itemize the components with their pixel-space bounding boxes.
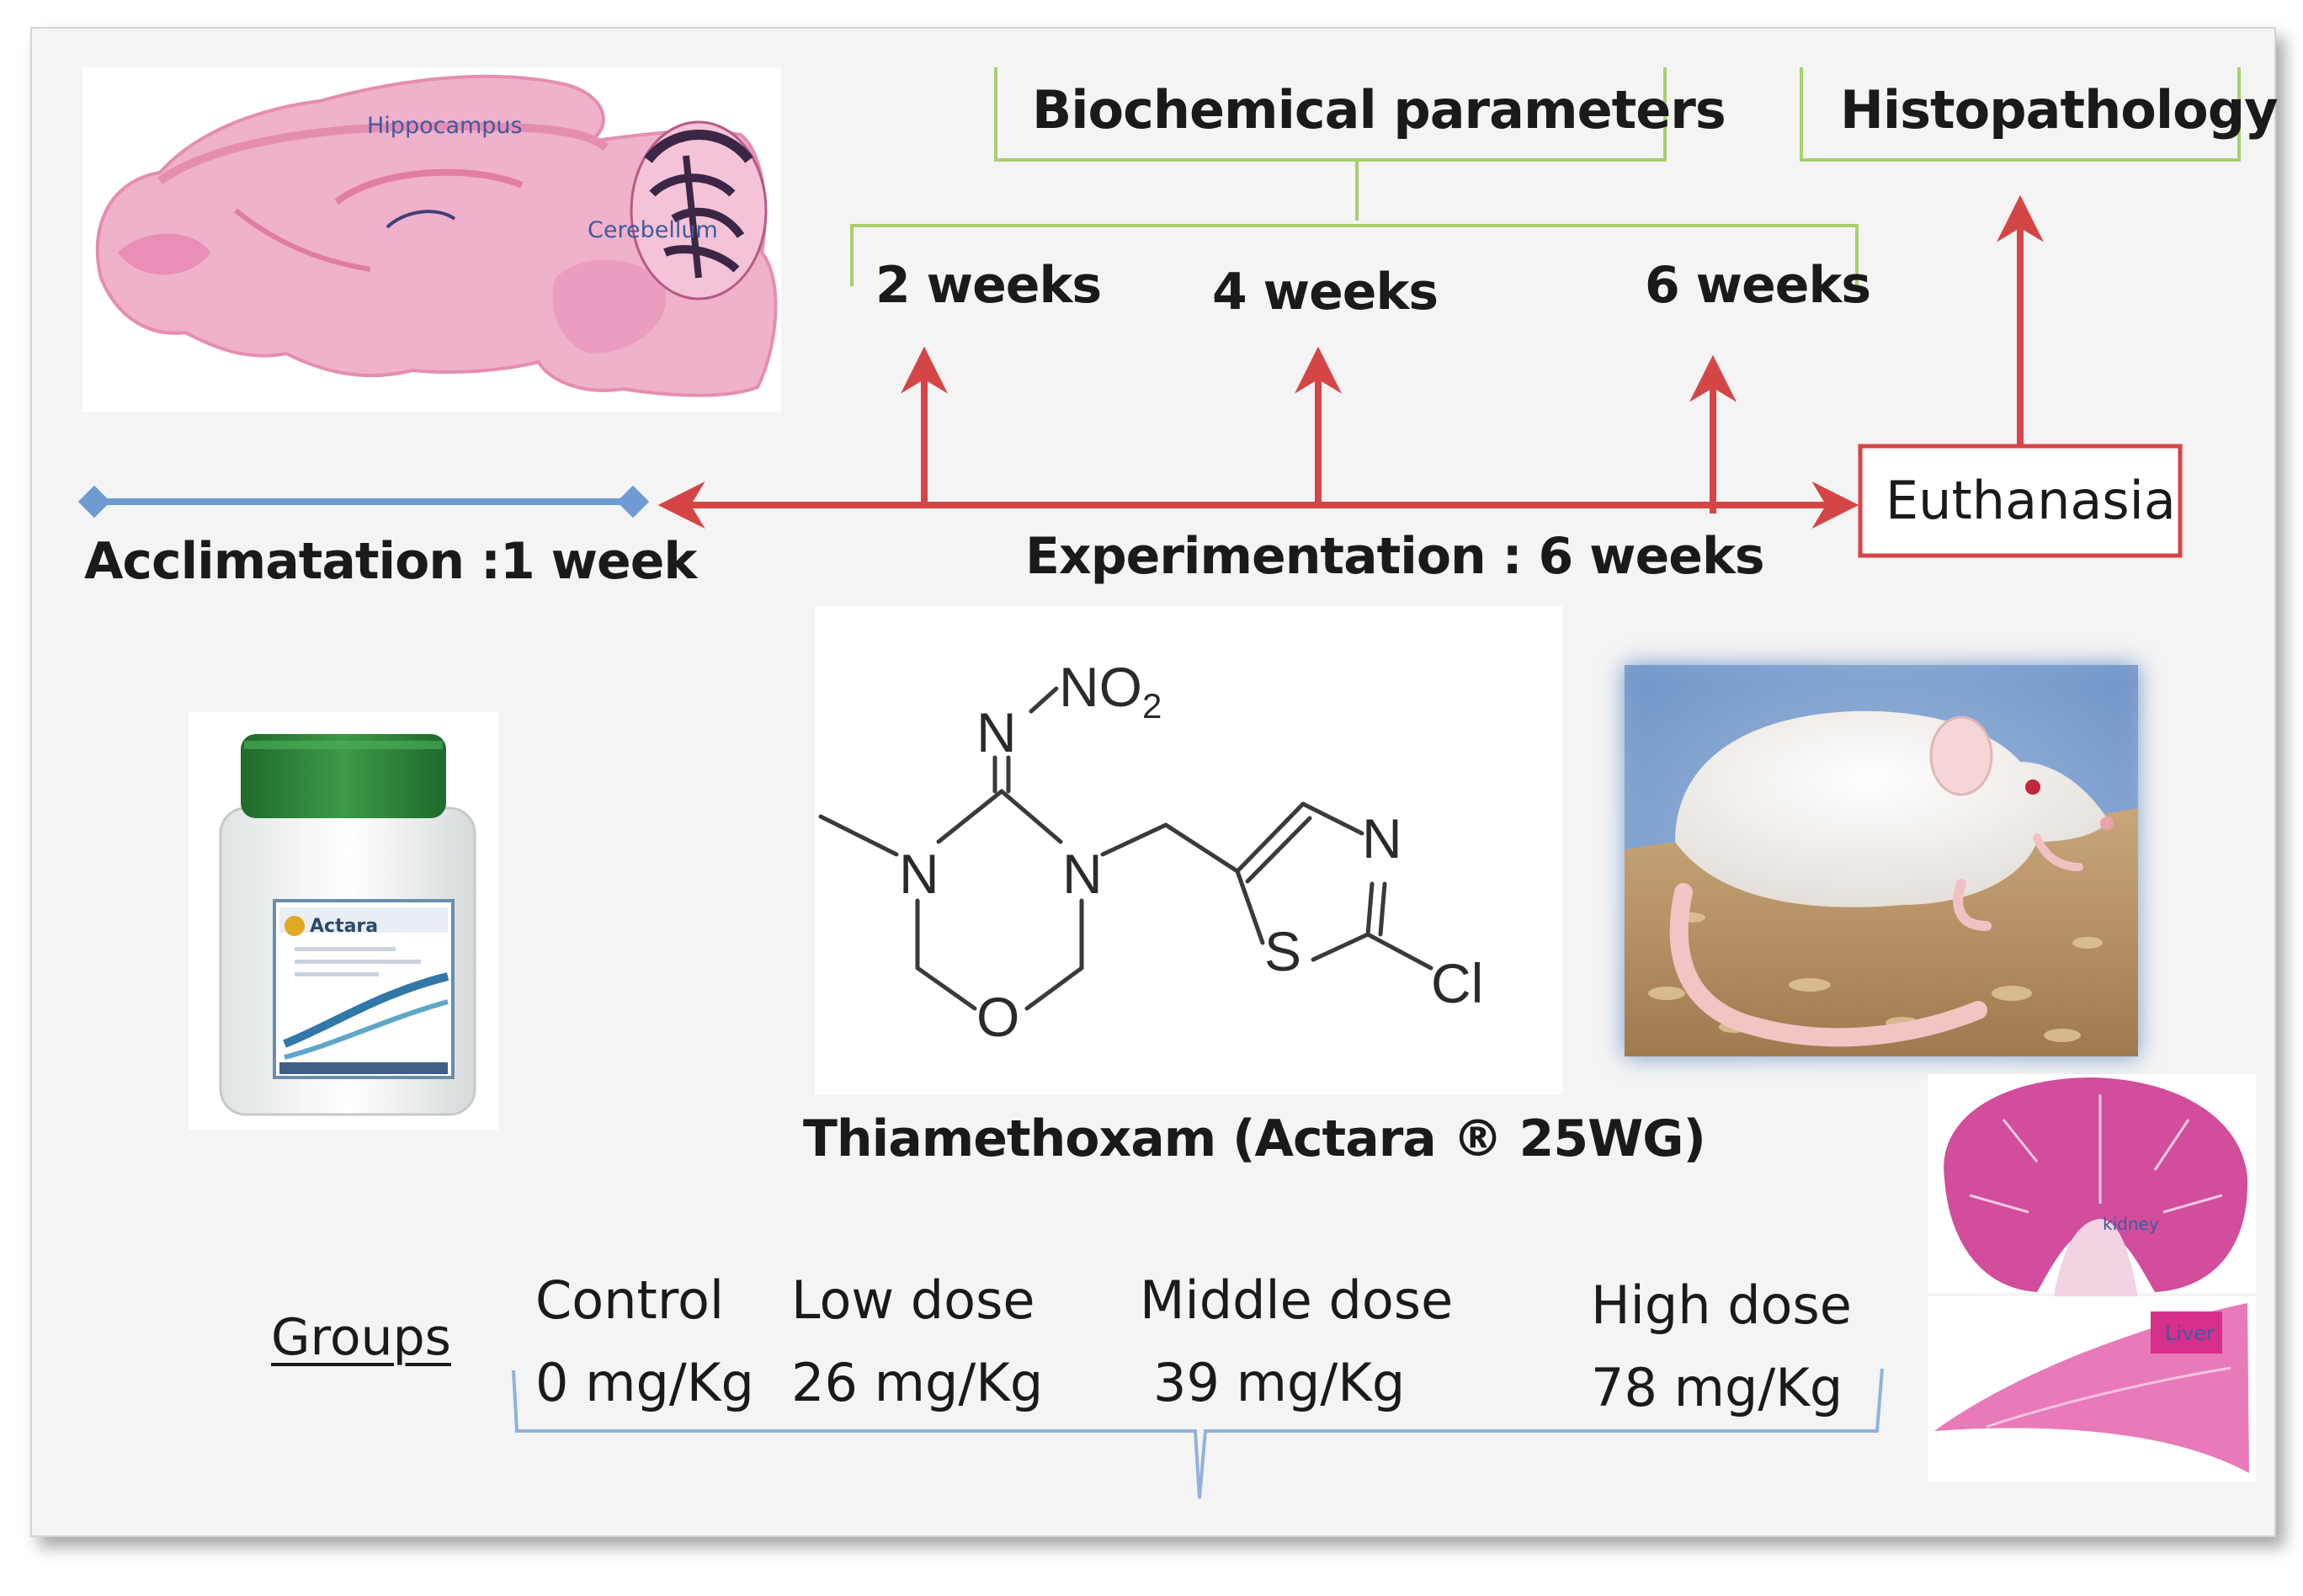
atom-o-ring: O <box>976 986 1020 1048</box>
liver-section-image <box>1928 1296 2256 1482</box>
euthanasia-label: Euthanasia <box>1885 470 2176 531</box>
group-middle-name: Middle dose <box>1140 1269 1454 1331</box>
histopathology-bracket <box>1800 67 2241 162</box>
group-low-name: Low dose <box>791 1269 1035 1331</box>
cerebellum-folia <box>630 120 768 301</box>
bottle-brand-label: Actara <box>310 916 379 937</box>
checkpoint-label-2w: 2 weeks <box>875 256 1102 315</box>
biochemical-bracket <box>850 67 1859 286</box>
biochemical-parameters-label: Biochemical parameters <box>1032 79 1726 141</box>
atom-n-ring-right: N <box>1062 843 1103 905</box>
atom-s-thiazole: S <box>1264 920 1302 982</box>
checkpoint-label-6w: 6 weeks <box>1645 256 1871 315</box>
histopathology-label: Histopathology <box>1840 79 2279 141</box>
group-control-dose: 0 mg/Kg <box>535 1352 754 1413</box>
groups-title: Groups <box>271 1308 451 1367</box>
brain-section-image <box>82 67 781 412</box>
atom-cl: Cl <box>1431 952 1484 1014</box>
atom-n-ring-left: N <box>899 843 939 905</box>
group-low-dose: 26 mg/Kg <box>791 1352 1044 1413</box>
euthanasia-box <box>1858 444 2183 558</box>
actara-bottle-image <box>189 712 498 1130</box>
cerebellum-label: Cerebellum <box>588 217 718 243</box>
group-control-name: Control <box>535 1269 725 1331</box>
groups-bracket <box>512 1368 1884 1499</box>
hippocampus-label: Hippocampus <box>367 113 523 139</box>
atom-n-imine: N <box>976 701 1017 763</box>
thiamethoxam-structure <box>815 606 1562 1094</box>
liver-label: Liver <box>2165 1322 2215 1345</box>
rat-photo <box>1625 665 2138 1056</box>
checkpoint-label-4w: 4 weeks <box>1212 263 1439 322</box>
atom-nitro: NO2 <box>1059 656 1162 726</box>
experimentation-label: Experimentation : 6 weeks <box>1025 527 1765 586</box>
acclimatation-label: Acclimatation :1 week <box>84 532 697 591</box>
group-high-dose: 78 mg/Kg <box>1591 1357 1843 1418</box>
atom-n-thiazole: N <box>1362 807 1402 870</box>
kidney-label: kidney <box>2103 1214 2159 1234</box>
kidney-section-image <box>1928 1074 2256 1296</box>
group-middle-dose: 39 mg/Kg <box>1153 1352 1406 1413</box>
group-high-name: High dose <box>1591 1274 1852 1336</box>
compound-name: Thiamethoxam (Actara ® 25WG) <box>803 1109 1706 1168</box>
